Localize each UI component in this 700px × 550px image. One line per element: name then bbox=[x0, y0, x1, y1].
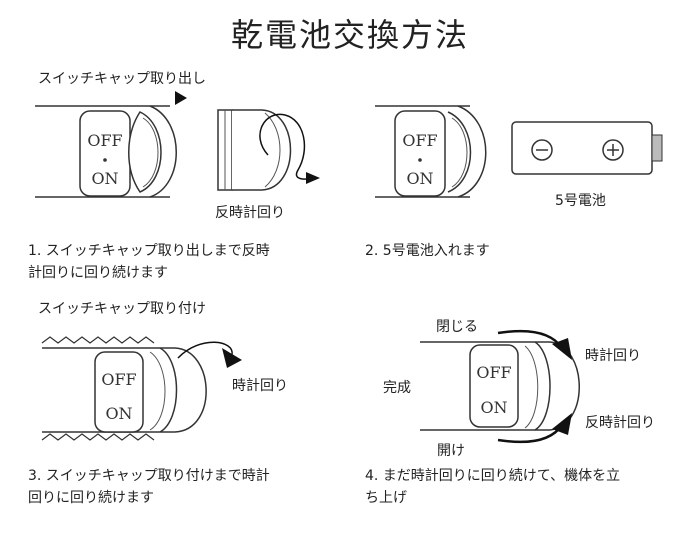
panel3-caption-line1: 3. スイッチキャップ取り付けまで時計 bbox=[28, 468, 270, 484]
panel2-caption: 2. 5号電池入れます bbox=[365, 243, 490, 259]
panel2-battery-label: 5号電池 bbox=[555, 193, 606, 209]
page-title: 乾電池交換方法 bbox=[230, 16, 469, 54]
panel1-caption-line1: 1. スイッチキャップ取り出しまで反時 bbox=[28, 243, 270, 259]
panel2-switch-off: OFF bbox=[402, 131, 437, 150]
panel3-caption-line2: 回りに回り続けます bbox=[28, 490, 154, 506]
panel1-removed-cap bbox=[217, 109, 320, 191]
panel3-device: OFF ON bbox=[41, 336, 242, 441]
panel2-battery bbox=[511, 121, 663, 175]
panel1-device: OFF ON bbox=[35, 105, 177, 198]
panel4-switch-on: ON bbox=[480, 398, 507, 417]
panel3-switch-off: OFF bbox=[101, 370, 136, 389]
panel2-device: OFF ON bbox=[375, 105, 487, 198]
panel1-caption: 1. スイッチキャップ取り出しまで反時 計回りに回り続けます bbox=[28, 240, 338, 284]
panel1-rotation-arrow bbox=[259, 113, 313, 180]
panel3-caption: 3. スイッチキャップ取り付けまで時計 回りに回り続けます bbox=[28, 465, 338, 509]
panel4-caption-line1: 4. まだ時計回りに回り続けて、機体を立 bbox=[365, 468, 621, 484]
panel1-switch-off: OFF bbox=[87, 131, 122, 150]
panel3-rotation-arrow bbox=[177, 341, 233, 359]
panel4-caption: 4. まだ時計回りに回り続けて、機体を立 ち上げ bbox=[365, 465, 685, 509]
panel1-caption-line2: 計回りに回り続けます bbox=[28, 265, 168, 281]
panel3-top-label: スイッチキャップ取り付け bbox=[38, 301, 206, 317]
panel4-caption-line2: ち上げ bbox=[365, 490, 407, 506]
panel4-ccw-label: 反時計回り bbox=[585, 415, 655, 431]
panel4-cw-label: 時計回り bbox=[585, 348, 641, 364]
panel3-rotate-label: 時計回り bbox=[232, 378, 288, 394]
panel4-done-label: 完成 bbox=[383, 380, 411, 396]
panel4-close-label: 閉じる bbox=[436, 319, 478, 335]
panel4-switch-off: OFF bbox=[476, 363, 511, 382]
panel4-device: OFF ON bbox=[420, 329, 580, 444]
panel4-open-label: 開け bbox=[437, 443, 465, 459]
panel1-direction-arrow bbox=[175, 91, 187, 105]
panel1-switch-on: ON bbox=[91, 169, 118, 188]
panel1-rotate-label: 反時計回り bbox=[215, 205, 285, 221]
panel2-switch-on: ON bbox=[406, 169, 433, 188]
panel1-top-label: スイッチキャップ取り出し bbox=[38, 71, 206, 87]
panel3-switch-on: ON bbox=[105, 404, 132, 423]
